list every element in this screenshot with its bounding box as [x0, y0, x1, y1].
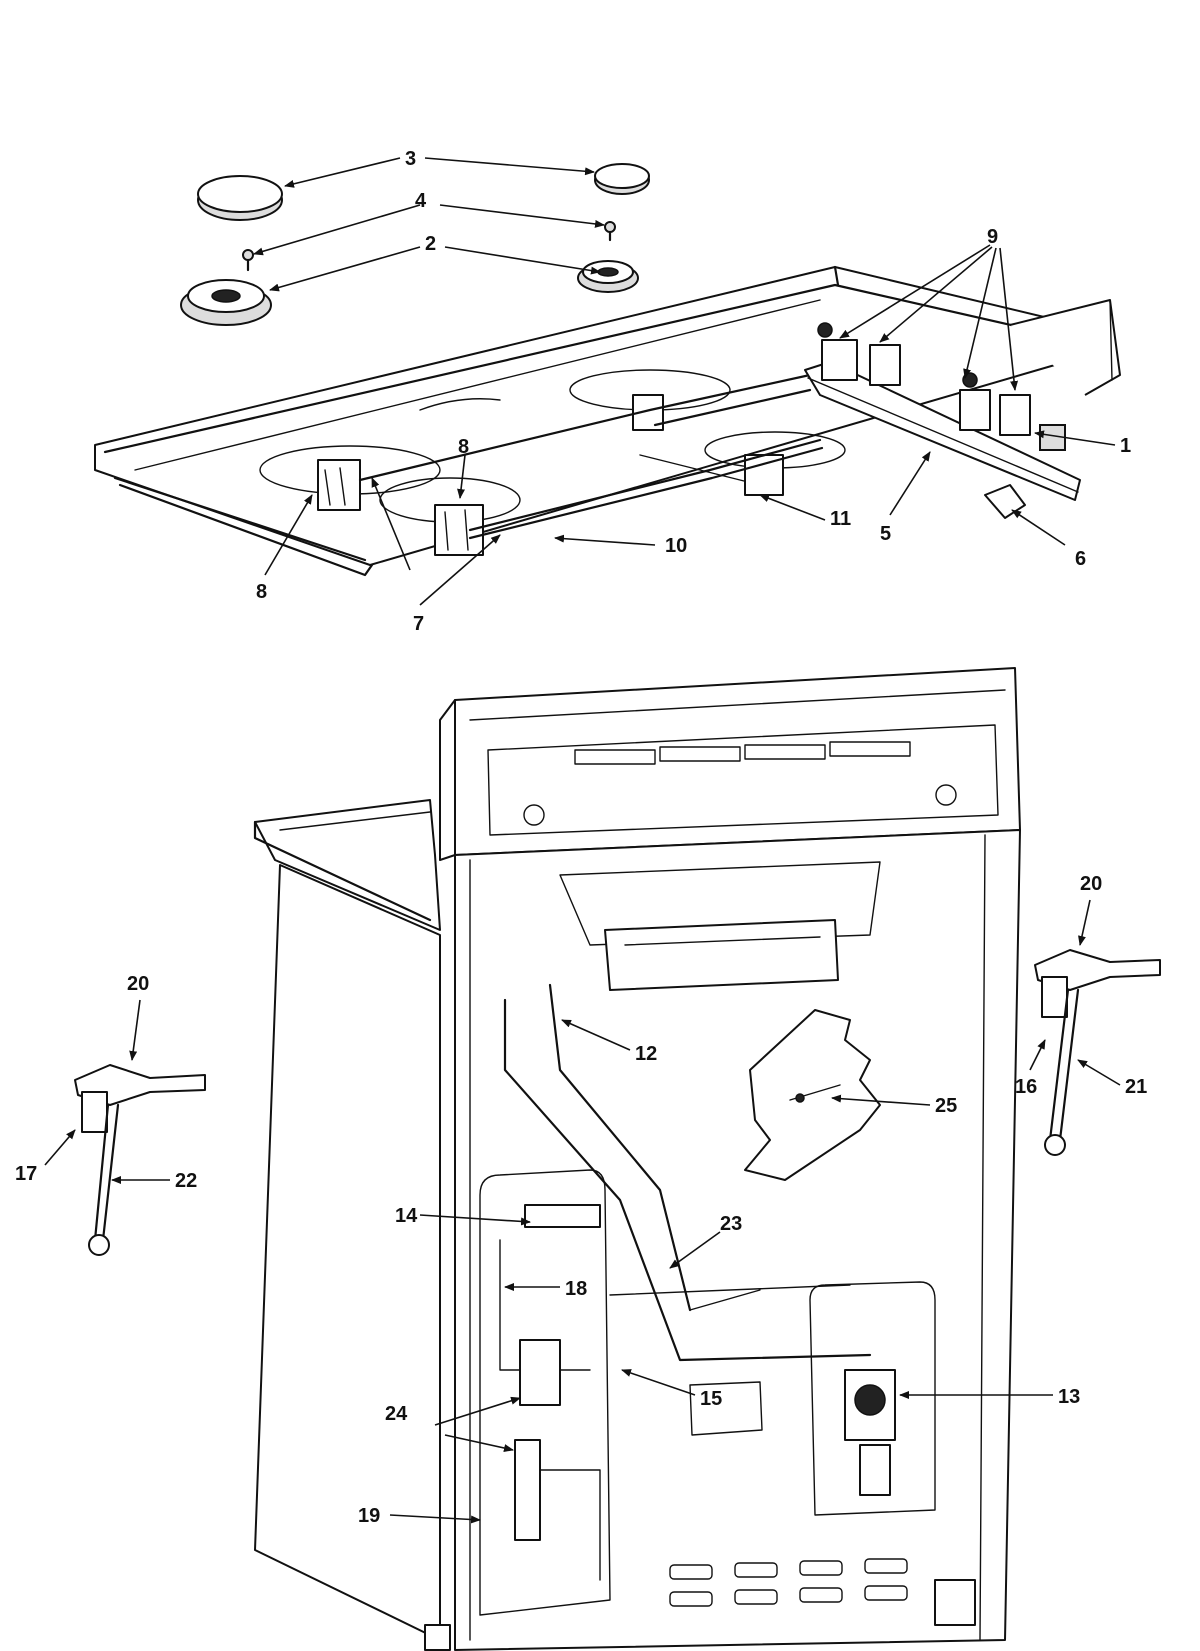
gas-lines [503, 983, 872, 1362]
callout-13: 13 [1058, 1386, 1080, 1408]
callout-20-right: 20 [1080, 873, 1102, 895]
callout-2: 2 [425, 233, 436, 255]
gas-tubes [358, 373, 824, 540]
burner-head-left [180, 279, 272, 326]
callout-10: 10 [665, 535, 687, 557]
bottom-vents [669, 1558, 908, 1607]
callout-19: 19 [358, 1505, 380, 1527]
callout-1: 1 [1120, 435, 1131, 457]
screw-left [242, 249, 254, 272]
callout-6: 6 [1075, 548, 1086, 570]
range-body [253, 667, 1021, 1651]
screw-right [604, 221, 616, 242]
callout-14: 14 [395, 1205, 418, 1227]
callout-23: 23 [720, 1213, 742, 1235]
burner-base-front-center [434, 504, 484, 556]
callout-5: 5 [880, 523, 891, 545]
regulator-recess [809, 1281, 936, 1516]
burner-head-right [577, 260, 639, 293]
callout-9: 9 [987, 226, 998, 248]
callout-11: 11 [830, 508, 851, 530]
burner-valves [817, 322, 1066, 451]
callout-3: 3 [405, 148, 416, 170]
callout-18: 18 [565, 1278, 587, 1300]
burner-cap-left [197, 175, 283, 221]
callout-21: 21 [1125, 1076, 1147, 1098]
callout-24: 24 [385, 1403, 408, 1425]
callout-7: 7 [413, 613, 424, 635]
access-cover [744, 1009, 881, 1181]
callout-12: 12 [635, 1043, 657, 1065]
callout-8-lower: 8 [256, 581, 267, 603]
callout-4: 4 [415, 190, 427, 212]
callout-17: 17 [15, 1163, 37, 1185]
callout-16: 16 [1015, 1076, 1037, 1098]
leveler-assembly-left [74, 1064, 206, 1256]
callout-25: 25 [935, 1095, 957, 1117]
burner-cap-right [594, 163, 650, 195]
regulator-fitting [984, 484, 1026, 519]
backguard-vents [574, 741, 911, 765]
leveler-assembly-right [1034, 949, 1161, 1156]
top-leaders [253, 157, 1116, 606]
burner-base-front-left [317, 459, 361, 511]
callout-8: 8 [458, 436, 469, 458]
cooktop-assembly [94, 163, 1121, 577]
callout-20-left: 20 [127, 973, 149, 995]
bottom-leaders [44, 899, 1121, 1524]
control-recess [479, 1169, 611, 1616]
callout-22: 22 [175, 1170, 197, 1192]
callout-15: 15 [700, 1388, 722, 1410]
